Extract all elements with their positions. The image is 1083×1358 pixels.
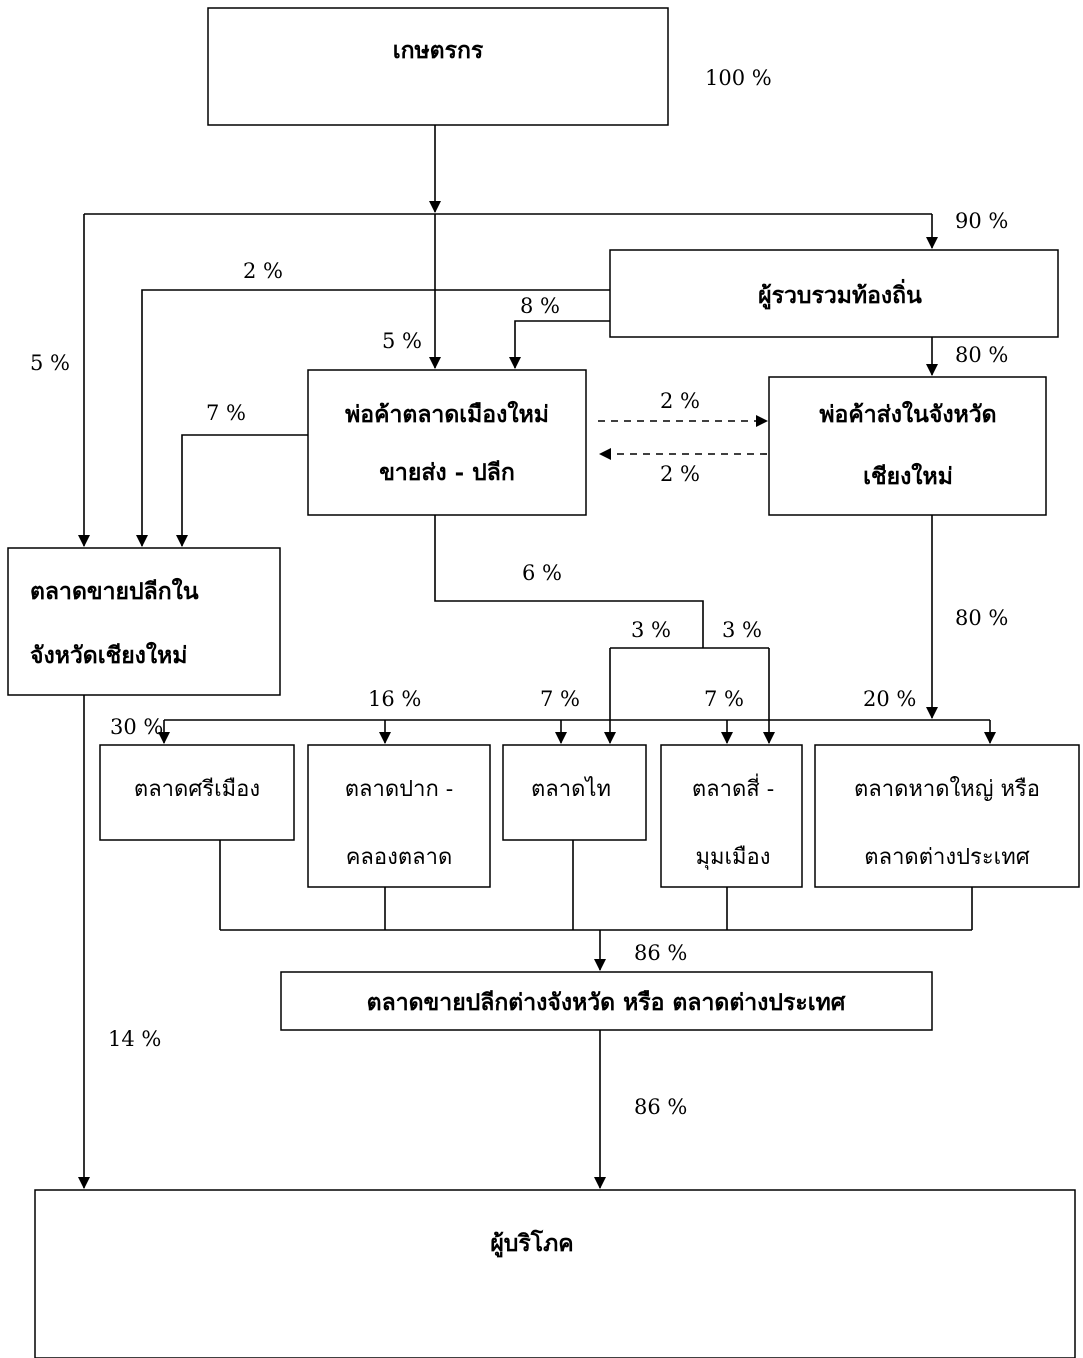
retail-cm-label-2: จังหวัดเชียงใหม่ xyxy=(30,641,187,669)
pak-khlong-label-2: คลองตลาด xyxy=(346,845,453,870)
pak-khlong-box xyxy=(307,744,491,888)
pct-collector-to-wholesaler: 80 % xyxy=(955,343,1008,367)
collector-to-retail-edge xyxy=(136,289,610,547)
pct-farmer-to-trader: 5 % xyxy=(382,329,422,353)
pct-to-collector: 90 % xyxy=(955,209,1008,233)
farmer-box xyxy=(207,7,669,126)
retail-cm-label-1: ตลาดขายปลีกใน xyxy=(30,577,199,605)
pct-retail-other-to-consumer: 86 % xyxy=(634,1095,687,1119)
sri-mueang-label: ตลาดศรีเมือง xyxy=(134,777,260,802)
pct-to-thai: 7 % xyxy=(540,687,580,711)
pct-trader-to-markets: 6 % xyxy=(522,561,562,585)
pct-trader-to-retail: 7 % xyxy=(206,401,246,425)
wholesaler-label-2: เชียงใหม่ xyxy=(863,462,953,490)
pct-wholesaler-down: 80 % xyxy=(955,606,1008,630)
si-mum-mueang-label-1: ตลาดสี่ - xyxy=(692,773,774,802)
wholesaler-box xyxy=(768,376,1047,516)
consumer-box xyxy=(34,1189,1076,1358)
wholesaler-label-1: พ่อค้าส่งในจังหวัด xyxy=(819,400,996,428)
cm-market-trader-label-2: ขายส่ง - ปลีก xyxy=(379,459,515,486)
pct-collector-to-retail: 2 % xyxy=(243,259,283,283)
retail-other-box-main xyxy=(280,971,933,1031)
pct-trader-to-thai: 3 % xyxy=(631,618,671,642)
pct-to-retail-other: 86 % xyxy=(634,941,687,965)
lower-section-mask xyxy=(279,766,935,836)
pct-to-pak-khlong: 16 % xyxy=(368,687,421,711)
si-mum-mueang-box xyxy=(660,744,803,888)
pct-wholesaler-to-trader: 2 % xyxy=(660,462,700,486)
cm-market-trader-label-1: พ่อค้าตลาดเมืองใหม่ xyxy=(345,400,549,428)
thai-market-label: ตลาดไท xyxy=(531,776,611,802)
pct-to-sri-mueang: 30 % xyxy=(110,715,163,739)
pct-farmer-to-retail: 5 % xyxy=(30,351,70,375)
local-collector-label: ผู้รวบรวมท้องถิ่น xyxy=(758,278,922,310)
pct-retail-cm-to-consumer: 14 % xyxy=(108,1027,161,1051)
retail-cm-box xyxy=(7,547,281,696)
si-mum-mueang-label-2: มุมเมือง xyxy=(696,845,771,870)
thai-market-box xyxy=(502,744,647,841)
pct-to-si-mum: 7 % xyxy=(704,687,744,711)
farmer-label: เกษตรกร xyxy=(393,37,484,64)
consumer-label: ผู้บริโภค xyxy=(490,1229,573,1258)
pct-collector-to-trader: 8 % xyxy=(520,294,560,318)
hat-yai-box xyxy=(814,744,1080,888)
cm-market-trader-box xyxy=(307,369,587,516)
hat-yai-label-2: ตลาดต่างประเทศ xyxy=(864,845,1029,870)
hat-yai-label-1: ตลาดหาดใหญ่ หรือ xyxy=(854,776,1040,802)
pct-to-hat-yai: 20 % xyxy=(863,687,916,711)
trader-to-retail-edge xyxy=(176,434,308,547)
retail-other-label: ตลาดขายปลีกต่างจังหวัด หรือ ตลาดต่างประเ… xyxy=(367,989,846,1016)
trader-to-markets-edge xyxy=(434,515,704,648)
sri-mueang-box xyxy=(99,744,295,841)
collector-to-trader-edge xyxy=(509,320,610,369)
pak-khlong-label-1: ตลาดปาก - xyxy=(345,777,453,802)
pct-farmer-out: 100 % xyxy=(705,66,772,90)
pct-trader-to-wholesaler: 2 % xyxy=(660,389,700,413)
pct-trader-to-simum: 3 % xyxy=(722,618,762,642)
local-collector-box xyxy=(609,249,1059,338)
